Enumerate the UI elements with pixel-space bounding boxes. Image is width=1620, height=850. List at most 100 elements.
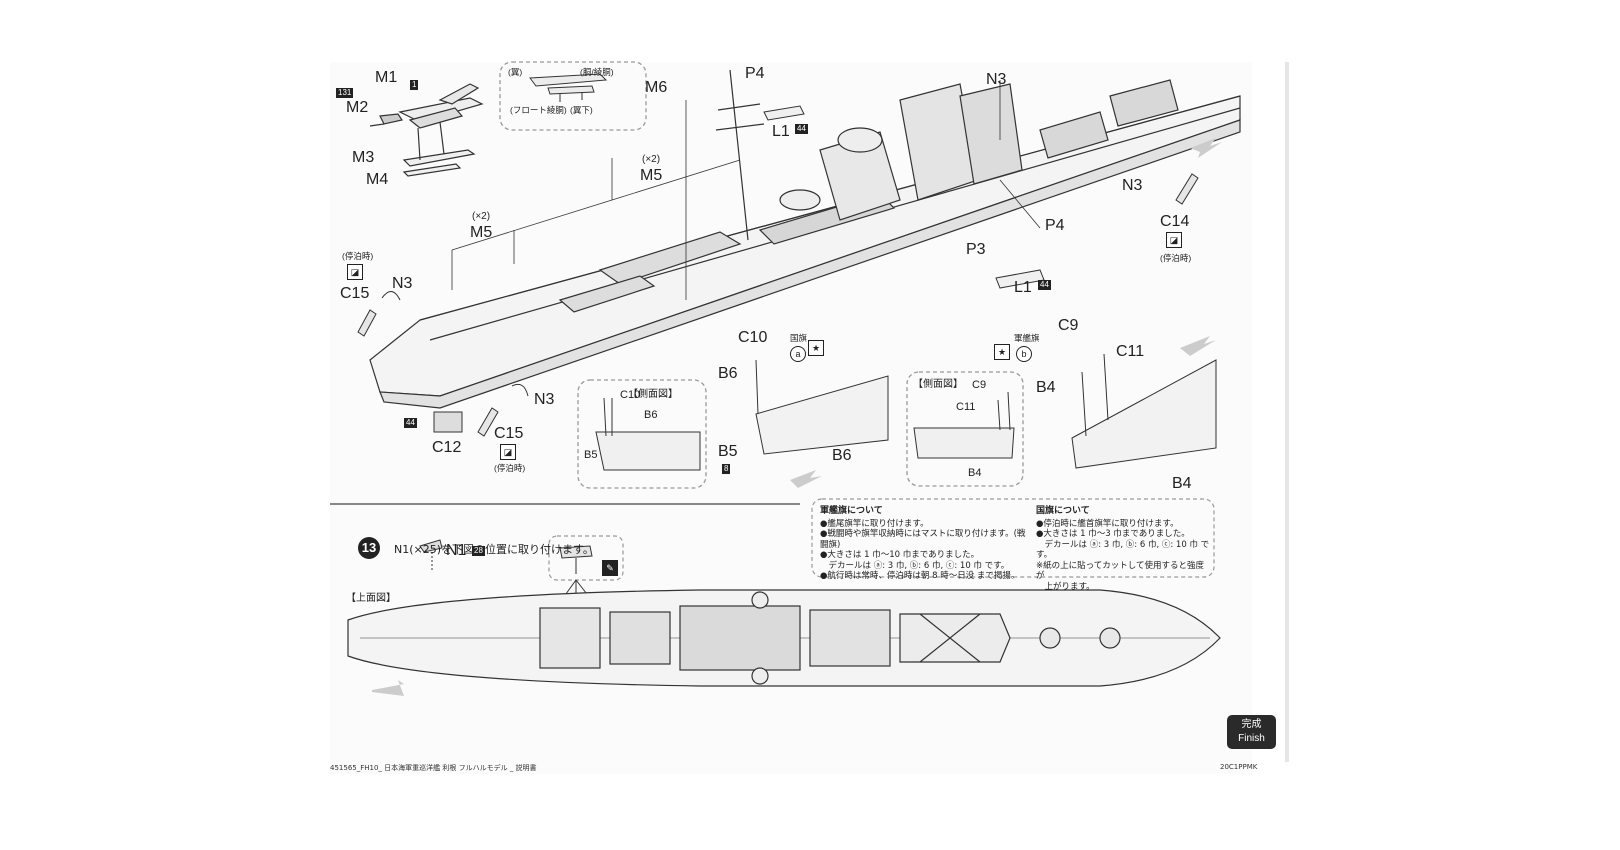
part-c10-label: C10 bbox=[738, 329, 768, 346]
part-c12-label: C12 bbox=[432, 439, 462, 456]
finish-en: Finish bbox=[1238, 733, 1265, 744]
inset-a-title: 【側面図】 bbox=[628, 389, 678, 400]
badge-8: 8 bbox=[722, 464, 731, 474]
inset-b-c9: C9 bbox=[972, 379, 987, 391]
part-b5-label-a: B5 bbox=[718, 443, 738, 460]
inset-b-c11: C11 bbox=[956, 401, 976, 413]
finish-jp: 完成 bbox=[1241, 719, 1262, 730]
n1-part-drawing bbox=[419, 539, 443, 572]
part-c14-label: C14 bbox=[1160, 213, 1190, 230]
notes-kokki-line: ※紙の上に貼ってカットして使用すると強度が bbox=[1036, 560, 1204, 582]
inset-a-c10: C10 bbox=[620, 389, 641, 401]
part-n3-label-c: N3 bbox=[392, 275, 413, 292]
part-m5-label-a: M5 bbox=[640, 167, 663, 184]
notes-gunkanki-line: ●大きさは 1 巾～10 巾までありました。 bbox=[820, 550, 980, 560]
notes-box bbox=[811, 498, 1215, 578]
ship-hull-drawing bbox=[369, 69, 1241, 409]
inset-a-b5: B5 bbox=[584, 449, 598, 461]
m5-count-a: (×2) bbox=[642, 154, 661, 165]
notes-gunkanki: 軍艦旗について ●艦尾旗竿に取り付けます。 ●戦闘時や旗竿収納時にはマストに取り… bbox=[820, 506, 1030, 582]
part-n3-label-b: N3 bbox=[1122, 177, 1143, 194]
leader-lines bbox=[451, 80, 1041, 300]
notes-kokki-line: ●停泊時に艦首旗竿に取り付けます。 bbox=[1036, 518, 1179, 529]
inset-a-b6: B6 bbox=[644, 409, 658, 421]
part-b6-label-b: B6 bbox=[832, 447, 852, 464]
decal-a-icon: a bbox=[790, 346, 806, 362]
notes-kokki-line: 上がります。 bbox=[1036, 581, 1095, 592]
small-parts bbox=[357, 173, 1199, 437]
decal-c15b-icon: ◪ bbox=[500, 444, 516, 460]
seaplane-detail-drawing bbox=[529, 73, 608, 102]
notes-kokki-heading: 国旗について bbox=[1036, 506, 1090, 516]
seaplane-drawing bbox=[369, 83, 484, 177]
direction-arrows bbox=[372, 138, 1222, 696]
m5-count-b: (×2) bbox=[472, 211, 491, 222]
part-m6-label: M6 bbox=[645, 79, 668, 96]
float-wing-low-note: (翼下) bbox=[570, 105, 593, 115]
badge-44-b: 44 bbox=[1038, 280, 1051, 290]
c15a-note: (停泊時) bbox=[342, 251, 374, 261]
part-p3-label: P3 bbox=[966, 241, 986, 258]
float-label-note: (フロート綾胴) bbox=[510, 105, 567, 115]
footer-right: 20C1PPMK bbox=[1220, 763, 1258, 771]
part-c9-label: C9 bbox=[1058, 317, 1079, 334]
inset-b-title: 【側面図】 bbox=[913, 379, 963, 390]
finish-badge: 完成 Finish bbox=[1227, 715, 1276, 749]
notes-kokki-line: デカールは ⓐ: 3 巾, ⓑ: 6 巾, ⓒ: 10 巾 です。 bbox=[1036, 539, 1210, 561]
part-m5-label-b: M5 bbox=[470, 224, 493, 241]
decal-b-icon: b bbox=[1016, 346, 1032, 362]
step-number-badge: 13 bbox=[358, 537, 380, 559]
kokki-label: 国旗 bbox=[790, 333, 808, 343]
step-instruction: N1(×25)を下図の位置に取り付けます。 bbox=[394, 543, 594, 556]
notes-gunkanki-line: ●艦尾旗竿に取り付けます。 bbox=[820, 518, 929, 529]
part-n3-label-d: N3 bbox=[534, 391, 555, 408]
badge-131: 131 bbox=[336, 88, 354, 98]
float-kan-note: (胴/綾胴) bbox=[580, 67, 614, 77]
seaplane-detail-box bbox=[499, 61, 647, 131]
gunkan-label: 軍艦旗 bbox=[1014, 333, 1040, 343]
inset-b-b4: B4 bbox=[968, 467, 982, 479]
notes-gunkanki-line: ●航行時は常時、停泊時は朝 8 時～日没 まで掲揚。 bbox=[820, 571, 1020, 581]
part-b4-label-a: B4 bbox=[1036, 379, 1056, 396]
part-p4-label-a: P4 bbox=[745, 65, 765, 82]
part-c15-label-a: C15 bbox=[340, 285, 370, 302]
c15b-note: (停泊時) bbox=[494, 463, 526, 473]
top-view-drawing bbox=[347, 589, 1221, 687]
part-l1-label-b: L1 bbox=[1014, 279, 1032, 296]
footer-left: 451565_FH10_ 日本海軍重巡洋艦 利根 フルハルモデル _ 説明書 bbox=[330, 764, 537, 772]
page-edge bbox=[1285, 62, 1289, 762]
part-l1-label-a: L1 bbox=[772, 123, 790, 140]
star-decal-icon: ★ bbox=[808, 340, 824, 356]
decal-c14-icon: ◪ bbox=[1166, 232, 1182, 248]
badge-44-a: 44 bbox=[795, 124, 808, 134]
paint-icon: ✎ bbox=[602, 560, 618, 576]
part-m1-label: M1 bbox=[375, 69, 398, 86]
bow-drawing-a bbox=[755, 359, 889, 455]
top-view-title: 【上面図】 bbox=[346, 593, 396, 604]
part-b4-label-b: B4 bbox=[1172, 475, 1192, 492]
part-c11-label: C11 bbox=[1116, 343, 1145, 360]
float-wing-note: (翼) bbox=[508, 67, 523, 77]
stern-drawing bbox=[1071, 353, 1217, 469]
part-b6-label-a: B6 bbox=[718, 365, 738, 382]
inset-side-b-box bbox=[906, 371, 1024, 487]
inset-side-a-box bbox=[577, 379, 707, 489]
inset-side-b-drawing bbox=[913, 391, 1015, 459]
badge-28: 28 bbox=[472, 546, 485, 556]
decal-c15a-icon: ◪ bbox=[347, 264, 363, 280]
notes-gunkanki-heading: 軍艦旗について bbox=[820, 506, 883, 516]
part-c15-label-b: C15 bbox=[494, 425, 524, 442]
notes-kokki: 国旗について ●停泊時に艦首旗竿に取り付けます。 ●大きさは 1 巾～3 巾まで… bbox=[1036, 506, 1212, 592]
part-m3-label: M3 bbox=[352, 149, 375, 166]
part-n3-label-a: N3 bbox=[986, 71, 1007, 88]
part-n1-label: N1 bbox=[446, 542, 467, 559]
lifeboat-drawings bbox=[763, 105, 1045, 289]
part-m4-label: M4 bbox=[366, 171, 389, 188]
notes-gunkanki-line: デカールは ⓐ: 3 巾, ⓑ: 6 巾, ⓒ: 10 巾 です。 bbox=[820, 560, 1010, 571]
notes-gunkanki-line: ●戦闘時や旗竿収納時にはマストに取り付けます。(戦闘旗) bbox=[820, 529, 1026, 550]
c14-note: (停泊時) bbox=[1160, 253, 1192, 263]
n1-detail-box bbox=[548, 535, 624, 581]
star-decal-icon-b: ★ bbox=[994, 344, 1010, 360]
badge-1: 1 bbox=[410, 80, 419, 90]
